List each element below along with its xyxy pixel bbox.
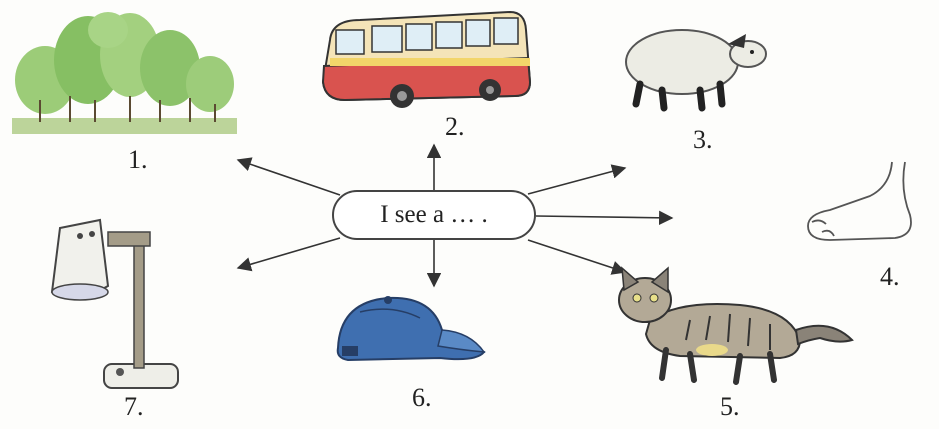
lamp-picture: [50, 218, 179, 389]
label-5: 5.: [720, 392, 740, 421]
forest-picture: [12, 12, 237, 134]
label-6: 6.: [412, 383, 432, 412]
label-4: 4.: [880, 262, 900, 291]
arrow-to-5: [527, 239, 627, 275]
sheep-picture: [625, 29, 767, 112]
label-7: 7.: [124, 392, 144, 421]
arrow-to-3: [527, 164, 627, 195]
foot-picture: [807, 161, 912, 241]
cap-picture: [336, 296, 486, 362]
label-1: 1.: [128, 145, 148, 174]
arrow-to-1: [236, 157, 341, 196]
center-bubble: I see a … .: [332, 190, 536, 240]
arrows: [236, 143, 674, 288]
label-3: 3.: [693, 125, 713, 154]
arrow-to-4: [535, 210, 674, 226]
bus-picture: [321, 10, 532, 108]
center-text: I see a … .: [380, 201, 488, 228]
cat-picture: [618, 266, 854, 385]
arrow-to-7: [236, 237, 341, 272]
label-2: 2.: [445, 112, 465, 141]
